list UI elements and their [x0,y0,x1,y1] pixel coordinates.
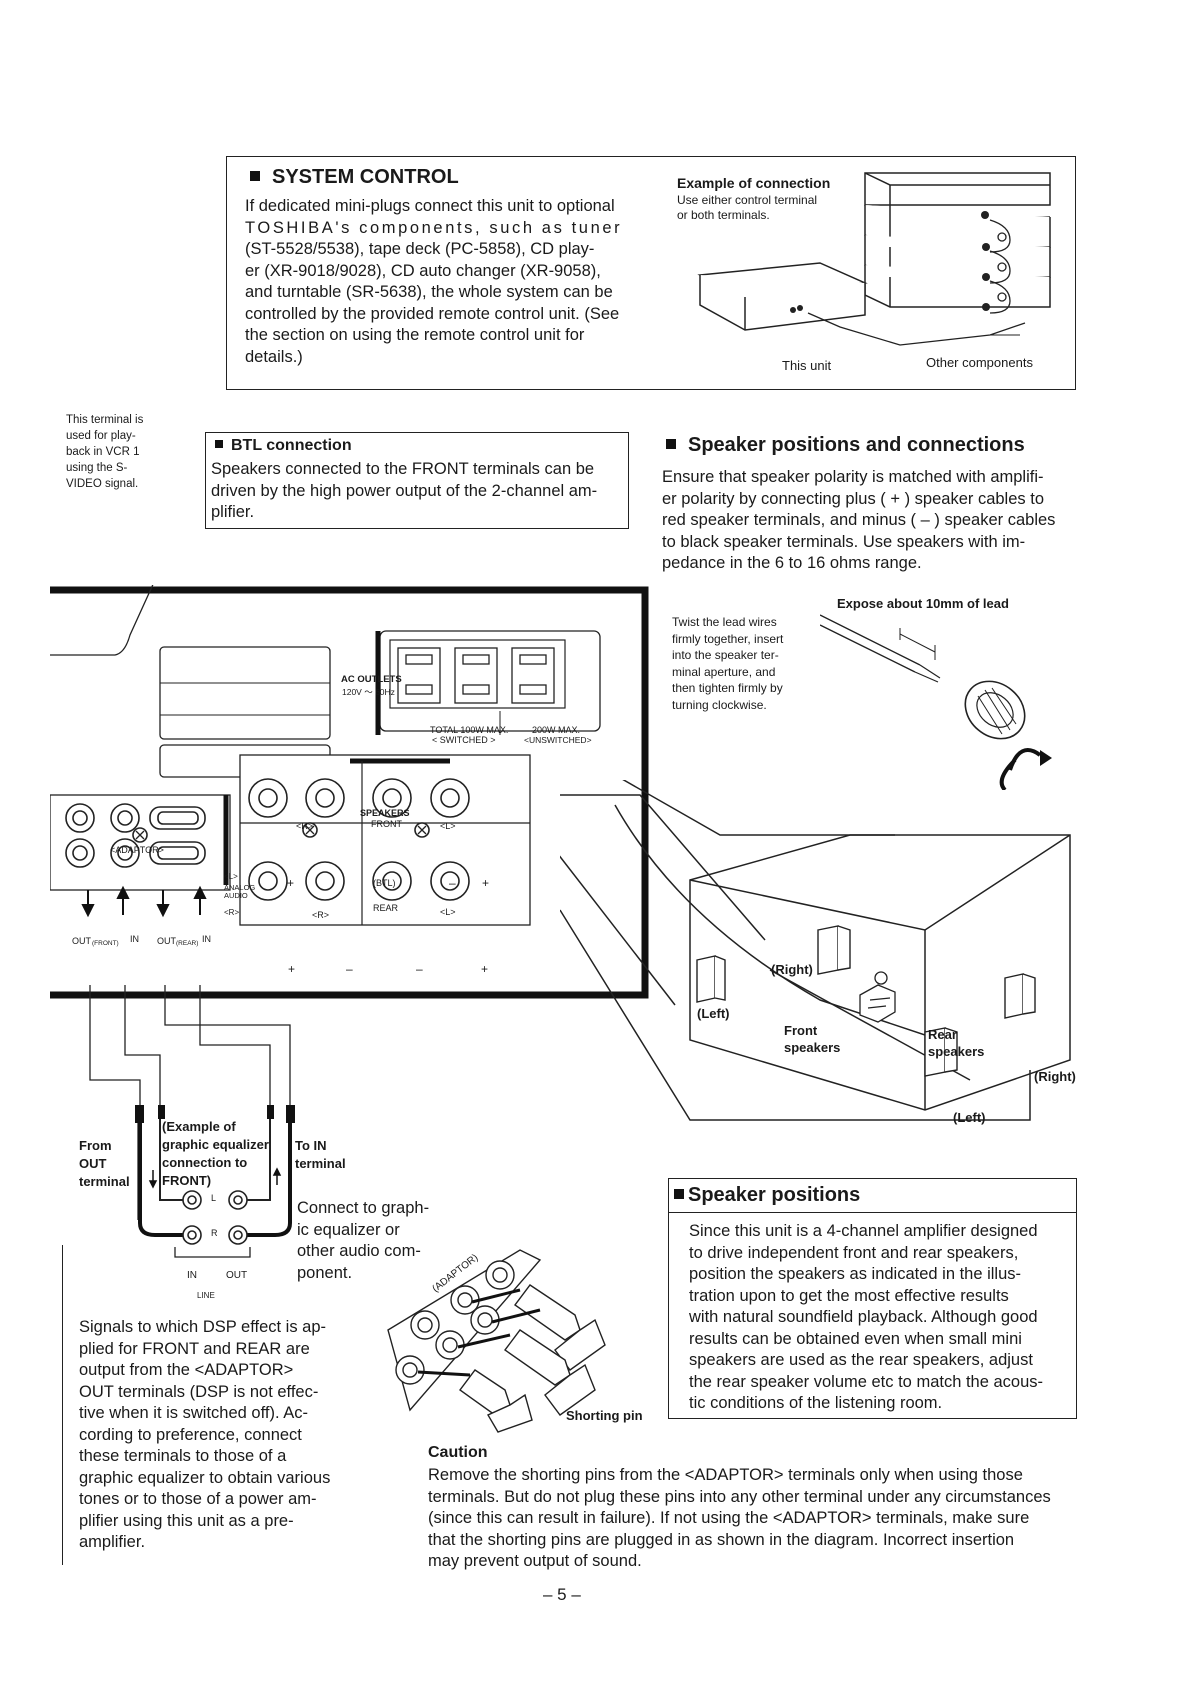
rear-label: REAR [373,903,399,913]
this-unit-label: This unit [782,358,832,373]
room-right-bottom: (Right) [1034,1069,1076,1084]
signals-text: Signals to which DSP effect is ap- plied… [79,1318,331,1551]
connect-equalizer-text: Connect to graph- ic equalizer or other … [297,1199,430,1282]
unswitched-label: <UNSWITCHED> [524,735,592,745]
speakers-label: SPEAKERS [360,808,410,818]
front-l-label: <L> [440,821,456,831]
signals-left-rule [62,1245,63,1565]
adaptor-in-front-label: IN [130,934,139,944]
rear-minus-right: – [416,962,423,976]
bullet-icon [666,439,676,449]
shorting-pin-illustration [387,1249,606,1433]
expose-lead-label: Expose about 10mm of lead [837,596,1009,611]
speaker-positions-divider [669,1212,1076,1213]
system-control-heading: SYSTEM CONTROL [250,166,459,189]
bullet-icon [674,1189,684,1199]
caution-heading: Caution [428,1444,488,1461]
btl-text: Speakers connected to the FRONT terminal… [211,460,598,521]
eq-r-label: R [211,1228,218,1238]
shorting-pin-label: Shorting pin [566,1408,643,1423]
ac-outlets-label: AC OUTLETS [341,674,402,685]
btl-panel-label: (BTL) [373,878,396,888]
front-label: FRONT [371,819,402,829]
page-number: – 5 – [543,1585,581,1604]
eq-out-label: OUT [226,1270,248,1281]
rear-plus-right: + [481,962,489,976]
equalizer-connection-diagram [89,985,295,1258]
eq-l-label: L [211,1193,217,1203]
front-plus-left: + [287,876,295,890]
speaker-connections-heading: Speaker positions and connections [666,434,1025,457]
bullet-icon [215,440,223,448]
room-left-bottom: (Left) [953,1110,986,1125]
caution-text: Remove the shorting pins from the <ADAPT… [428,1466,1051,1570]
wire-terminal-illustration [820,614,1052,790]
adaptor-front-small: (FRONT) [92,940,119,947]
speaker-connections-text: Ensure that speaker polarity is matched … [662,468,1056,572]
s-video-side-note: This terminal is used for play- back in … [66,414,144,490]
front-r-label: <R> [296,821,314,831]
bullet-icon [250,171,260,181]
room-right-top: (Right) [771,962,813,977]
rear-r-label: <R> [312,910,330,920]
total-max-label: TOTAL 100W MAX. [430,725,509,735]
eq-in-label: IN [187,1270,197,1281]
speaker-positions-box [668,1178,1077,1419]
ac-rating-label: 120V ～ 60Hz [342,687,395,697]
example-connection-title: Example of connection [677,175,831,191]
speaker-positions-text: Since this unit is a 4-channel amplifier… [689,1222,1044,1412]
adaptor-out-rear-label: OUT [157,936,176,946]
rear-plus-left: + [288,962,296,976]
system-connection-diagram [697,172,1051,346]
other-components-label: Other components [926,355,1033,370]
room-left-top: (Left) [697,1006,730,1021]
btl-heading: BTL connection [215,437,352,455]
rear-panel-diagram [50,585,649,999]
system-control-box [226,156,1076,390]
adaptor-out-front-label: OUT [72,936,91,946]
room-speaker-layout [560,780,1071,1121]
eq-line-label: LINE [197,1291,215,1300]
btl-connection-box [205,432,629,529]
system-control-text: If dedicated mini-plugs connect this uni… [245,197,623,366]
adaptor-rear-small: (REAR) [176,940,199,947]
adaptor-r-label: <R> [224,908,240,917]
speaker-positions-heading: Speaker positions [674,1184,860,1207]
adaptor-panel-label: <ADAPTOR> [110,845,164,855]
rear-minus-left: – [346,962,353,976]
front-minus-right: – [449,876,456,890]
rear-l-label: <L> [440,907,456,917]
example-connection-note: Use either control terminal or both term… [677,193,818,222]
front-plus-right: + [482,876,490,890]
switched-label: < SWITCHED > [432,735,496,745]
twist-instructions: Twist the lead wires firmly together, in… [672,615,784,712]
adaptor-l-label: <L> [224,872,238,881]
max200-label: 200W MAX. [532,725,581,735]
adaptor-in-rear-label: IN [202,934,211,944]
